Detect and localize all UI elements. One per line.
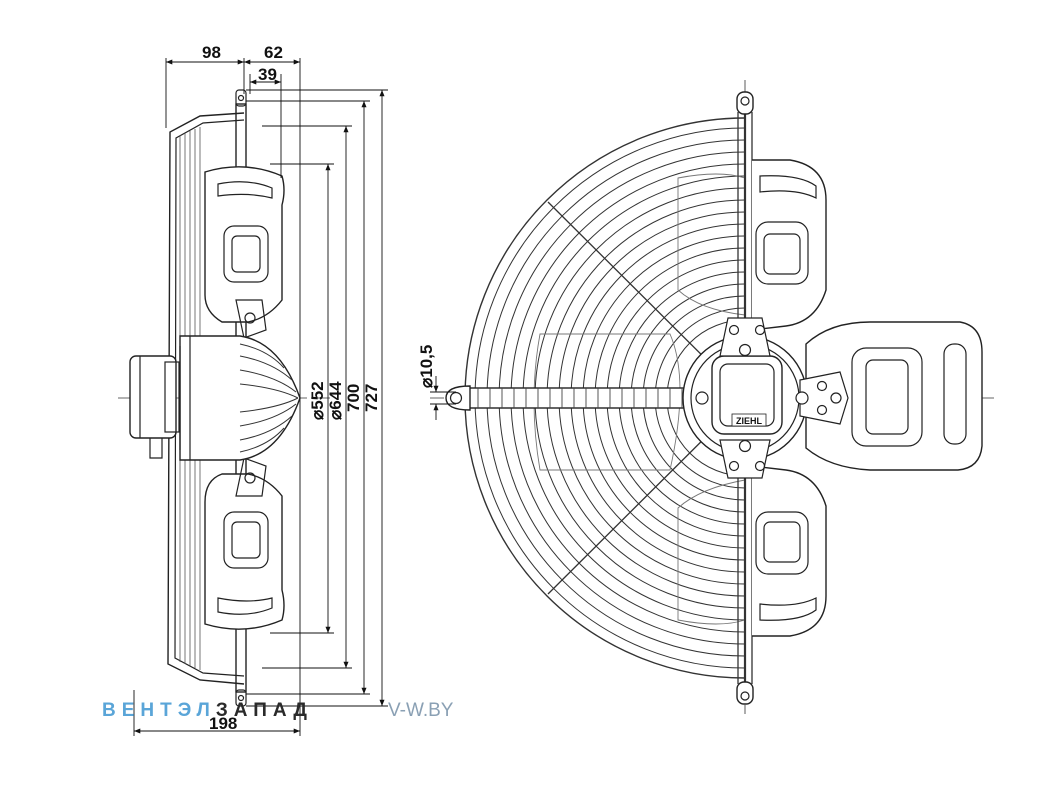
dim-727: 727 — [362, 384, 381, 412]
hub-brackets — [695, 317, 849, 479]
watermark-part2: ЗАПАД — [215, 700, 313, 721]
front-view — [430, 80, 995, 714]
watermark-part1: ВЕНТЭЛ — [102, 700, 216, 721]
dim-98: 98 — [202, 43, 221, 62]
lower-blade-side — [204, 473, 285, 630]
hole-dimension-lines — [430, 376, 456, 420]
dim-diameter-10-5: ⌀10,5 — [417, 345, 436, 388]
upper-blade-side — [204, 166, 285, 323]
side-view — [118, 89, 330, 707]
top-mounting-lug — [235, 89, 247, 107]
bottom-lug-front — [736, 681, 754, 705]
brand-plate-text: ZIEHL — [736, 416, 763, 426]
side-dimension-lines — [133, 58, 388, 736]
dim-diameter-552: ⌀552 — [308, 381, 327, 420]
dim-39: 39 — [258, 65, 277, 84]
top-lug-front — [736, 91, 754, 115]
terminal-box-side — [129, 355, 177, 439]
blade-right — [805, 321, 983, 471]
bottom-mounting-lug — [235, 689, 247, 707]
blade-lower-right — [751, 465, 827, 637]
dim-700: 700 — [344, 384, 363, 412]
dim-198: 198 — [209, 714, 237, 733]
rotor-fins — [239, 343, 299, 453]
dim-diameter-644: ⌀644 — [326, 381, 345, 420]
rotor-side — [179, 335, 301, 461]
watermark: ВЕНТЭЛЗАПАД — [102, 700, 313, 722]
watermark-site: V-W.BY — [388, 700, 454, 721]
blade-upper-right — [751, 159, 827, 331]
brand-plate — [731, 413, 767, 427]
left-support-bar — [445, 385, 699, 411]
dim-62: 62 — [264, 43, 283, 62]
